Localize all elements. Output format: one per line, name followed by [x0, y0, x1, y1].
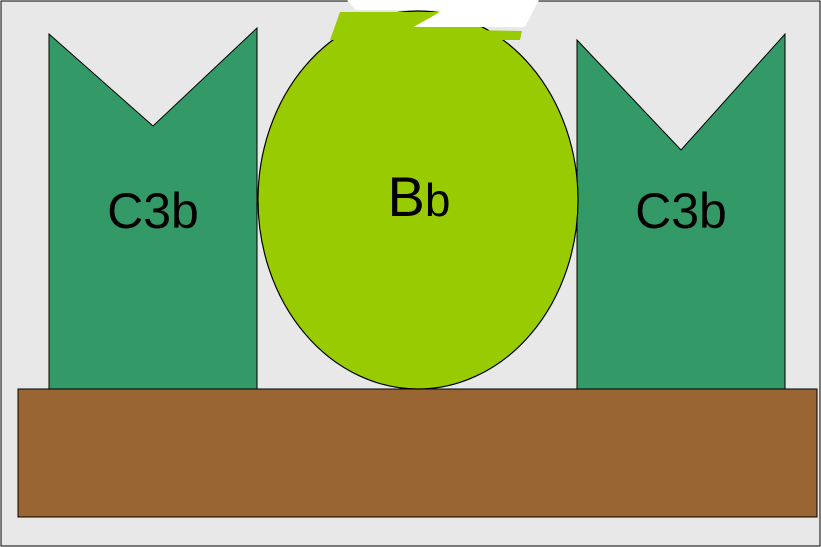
- bb-shape: [257, 10, 579, 390]
- cell-surface: [17, 388, 818, 518]
- c3b-left-shape: [48, 26, 258, 391]
- bb-fragment: [257, 0, 579, 390]
- bb-cleavage-edge: [346, 0, 539, 27]
- c3b-right-shape: [576, 32, 786, 391]
- bb-label: Bb: [388, 165, 451, 228]
- c3b-left-label: C3b: [107, 183, 199, 239]
- c3b-right-label: C3b: [635, 183, 727, 239]
- bb-label-sub: b: [425, 174, 451, 226]
- bb-label-main: B: [388, 165, 425, 228]
- bb-cleavage-patch: [330, 12, 522, 40]
